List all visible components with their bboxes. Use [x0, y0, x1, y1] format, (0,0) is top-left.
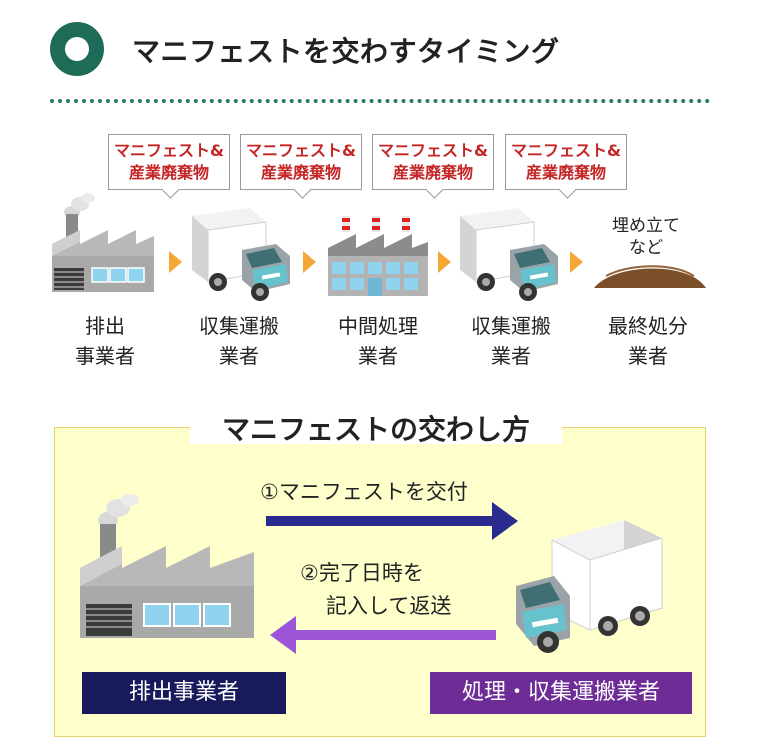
manifest-bubble-3: マニフェスト& 産業廃棄物: [372, 134, 494, 199]
factory-icon: [80, 494, 254, 638]
flow-chevron-icon: [169, 251, 182, 273]
step1-label: ①マニフェストを交付: [260, 480, 468, 504]
stage-label-line1: 排出: [85, 314, 125, 338]
processing-plant-icon: [328, 216, 428, 296]
forward-arrow-icon: [266, 502, 518, 540]
stage-label-line2: 業者: [219, 344, 259, 368]
flow-chevron-icon: [570, 251, 583, 273]
manifest-bubble-2: マニフェスト& 産業廃棄物: [240, 134, 362, 199]
stage-label-intermediate: 中間処理 業者: [313, 311, 443, 371]
bubble-line1: マニフェスト&: [114, 141, 224, 160]
stage-label-line2: 業者: [358, 344, 398, 368]
panel-title-backdrop: [190, 414, 562, 444]
bubble-line1: マニフェスト&: [246, 141, 356, 160]
truck-icon: [192, 208, 290, 301]
flow-chevron-icon: [438, 251, 451, 273]
panel-title: マニフェストの交わし方: [221, 413, 530, 446]
stage-label-final-disposal: 最終処分 業者: [583, 311, 713, 371]
bubble-line2: 産業廃棄物: [392, 163, 473, 182]
bubble-line1: マニフェスト&: [511, 141, 621, 160]
truck-icon: [516, 520, 663, 653]
step2-label-line1: ②完了日時を: [300, 561, 424, 585]
step2-label-line2: 記入して返送: [326, 594, 452, 618]
return-arrow-icon: [270, 616, 496, 654]
factory-icon: [52, 193, 154, 292]
bubble-line2: 産業廃棄物: [525, 163, 606, 182]
stage-label-line2: 業者: [628, 344, 668, 368]
landfill-mound-icon: [594, 265, 706, 288]
stage-label-line1: 中間処理: [338, 314, 418, 338]
landfill-label-line2: など: [629, 238, 663, 258]
truck-icon: [460, 208, 558, 301]
manifest-bubble-4: マニフェスト& 産業廃棄物: [505, 134, 627, 199]
flow-chevron-icon: [303, 251, 316, 273]
processor-badge: 処理・収集運搬業者: [430, 672, 692, 714]
stage-label-line1: 収集運搬: [199, 314, 279, 338]
bubble-line2: 産業廃棄物: [260, 163, 341, 182]
stage-label-emitter: 排出 事業者: [40, 311, 170, 371]
stage-label-line2: 事業者: [75, 344, 135, 368]
bubble-line2: 産業廃棄物: [128, 163, 209, 182]
landfill-label-line1: 埋め立て: [612, 216, 680, 236]
stage-label-line1: 収集運搬: [471, 314, 551, 338]
landfill-label: 埋め立て など: [591, 215, 701, 259]
stage-label-line2: 業者: [491, 344, 531, 368]
title-ring-icon: [50, 22, 104, 76]
emitter-badge: 排出事業者: [82, 672, 286, 714]
manifest-bubble-1: マニフェスト& 産業廃棄物: [108, 134, 230, 199]
page-title: マニフェストを交わすタイミング: [132, 35, 560, 68]
title-divider: [50, 99, 710, 103]
stage-label-line1: 最終処分: [608, 314, 688, 338]
stage-label-transporter-2: 収集運搬 業者: [446, 311, 576, 371]
bubble-line1: マニフェスト&: [378, 141, 488, 160]
stage-label-transporter-1: 収集運搬 業者: [174, 311, 304, 371]
